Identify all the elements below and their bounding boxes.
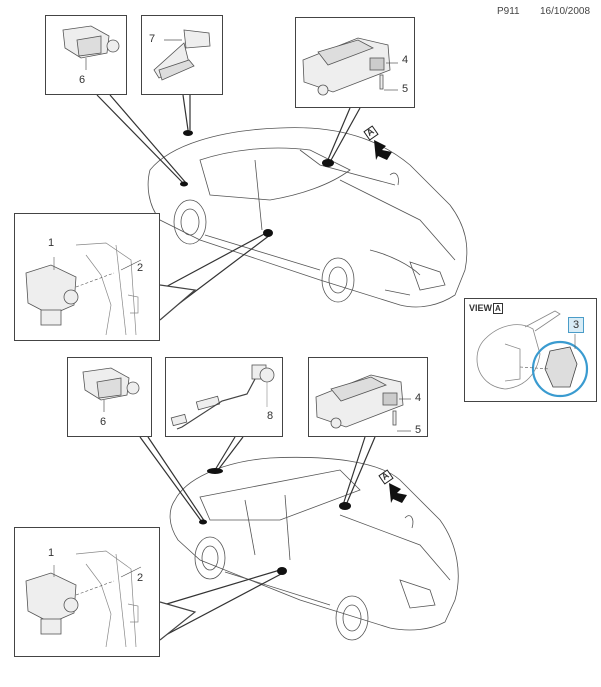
motor-part-icon (302, 37, 398, 96)
actuator-part-icon (82, 367, 140, 412)
callout-1: 1 (48, 547, 55, 559)
callout-4: 4 (415, 392, 422, 404)
callout-6: 6 (100, 416, 107, 428)
lock-part-icon (153, 29, 211, 81)
harness-part-icon (170, 364, 275, 430)
component-markers (180, 130, 351, 575)
highlight-circle (531, 340, 589, 398)
part-box-rear-actuator-sedan: 6 (45, 15, 127, 95)
actuator-part-icon (62, 25, 120, 70)
callout-7: 7 (149, 33, 156, 45)
motor-part-icon (315, 374, 411, 432)
view-arrow-sedan (363, 125, 392, 160)
view-letter: A (493, 303, 503, 314)
wagon-leader-lines (139, 436, 376, 639)
part-box-fuel-flap-motor-wagon: 4 5 (308, 357, 428, 437)
callout-1: 1 (48, 237, 55, 249)
part-box-fuel-flap-motor-sedan: 4 5 (295, 17, 415, 108)
callout-6: 6 (79, 74, 86, 86)
part-box-door-motor-wagon: 1 2 (14, 527, 160, 657)
door-motor-part-icon (25, 242, 142, 336)
callout-8: 8 (267, 410, 274, 422)
part-box-wiring-harness-wagon: 8 (165, 357, 283, 437)
mirror-illustration (476, 310, 589, 398)
callout-5: 5 (402, 83, 409, 95)
callout-3: 3 (568, 317, 584, 333)
part-box-hatch-lock-sedan: 7 (141, 15, 223, 95)
view-arrow-wagon (378, 469, 407, 503)
callout-2: 2 (137, 572, 144, 584)
page-code: P911 (497, 6, 520, 17)
page-date: 16/10/2008 (540, 6, 591, 17)
callout-2: 2 (137, 262, 144, 274)
part-box-rear-actuator-wagon: 6 (67, 357, 152, 437)
callout-4: 4 (402, 54, 409, 66)
door-motor-part-icon (25, 550, 142, 648)
part-box-door-motor-sedan: 1 2 (14, 213, 160, 341)
sedan-car-illustration (147, 127, 468, 308)
wagon-car-illustration (169, 456, 459, 641)
view-label: VIEW (469, 303, 493, 313)
callout-5: 5 (415, 424, 422, 436)
